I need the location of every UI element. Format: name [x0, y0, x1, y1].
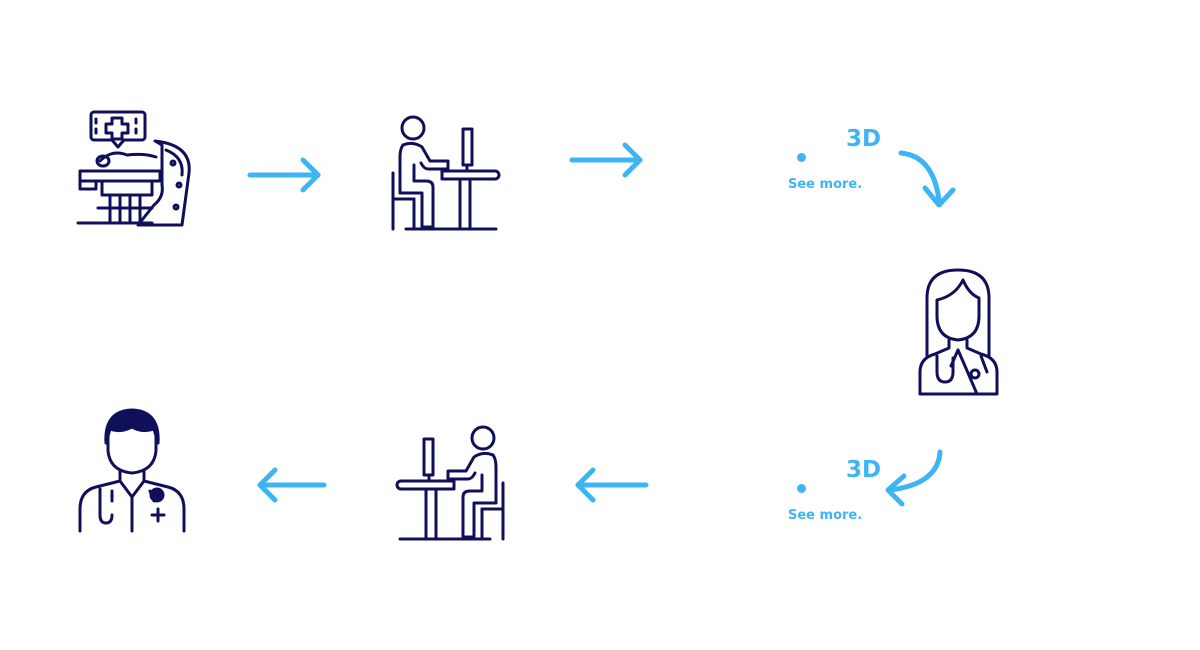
- person-at-computer-icon: [391, 115, 501, 231]
- bullet-dot: [797, 484, 806, 493]
- see-more-link[interactable]: See more.: [788, 177, 863, 192]
- curved-arrow-down-icon: [898, 150, 956, 208]
- see-more-link[interactable]: See more.: [788, 508, 863, 523]
- ct-scanner-icon: [76, 110, 191, 227]
- curved-arrow-left-icon: [885, 449, 943, 507]
- 3d-label: 3D: [846, 126, 882, 152]
- arrow-left-icon: [257, 467, 327, 503]
- bullet-dot: [797, 153, 806, 162]
- 3d-label: 3D: [846, 457, 882, 483]
- male-doctor-icon: [78, 408, 186, 533]
- female-doctor-icon: [918, 268, 999, 396]
- person-at-computer-icon: [395, 425, 505, 541]
- arrow-right-icon: [569, 142, 643, 178]
- arrow-right-icon: [247, 157, 321, 193]
- arrow-left-icon: [575, 467, 649, 503]
